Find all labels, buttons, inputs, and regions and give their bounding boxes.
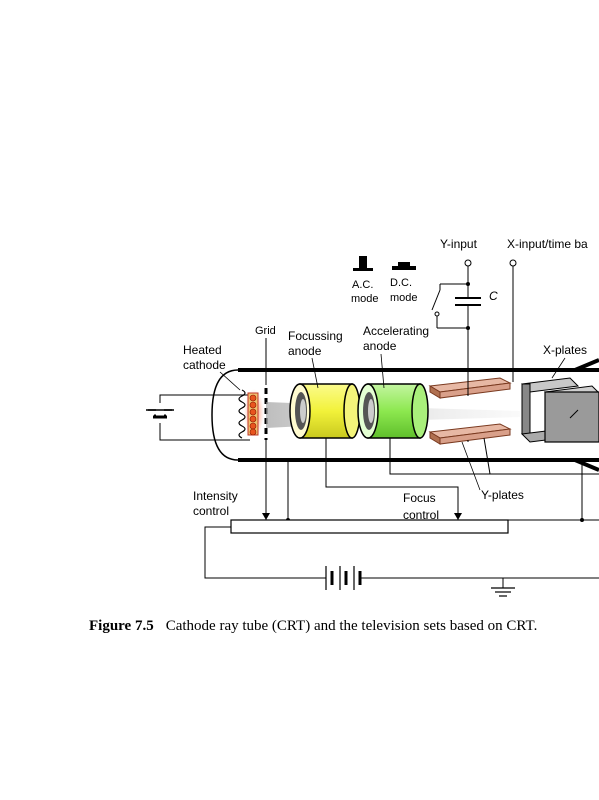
figure-caption-text: Cathode ray tube (CRT) and the televisio… (166, 618, 538, 634)
ac-mode-label-line1: A.C. (352, 279, 373, 291)
grid-electrode (262, 338, 270, 520)
ht-battery (320, 566, 370, 590)
dc-mode-label-line1: D.C. (390, 277, 412, 289)
ac-mode-button[interactable] (353, 256, 373, 271)
dc-mode-label-line2: mode (390, 292, 418, 304)
x-plates-label: X-plates (543, 343, 587, 357)
focus-control-label-line1: Focus (403, 491, 436, 505)
figure-number: Figure 7.5 (89, 618, 154, 634)
heated-cathode-label-line1: Heated (183, 343, 222, 357)
ac-mode-label-line2: mode (351, 293, 379, 305)
capacitor-label: C (489, 289, 498, 303)
heated-cathode-label-line2: cathode (183, 358, 226, 372)
focussing-anode (289, 383, 361, 439)
intensity-control-label-line2: control (193, 504, 229, 518)
x-plates (520, 377, 599, 443)
control-potentiometer (230, 519, 509, 534)
focussing-anode-label-line2: anode (288, 344, 322, 358)
figure-caption: Figure 7.5 Cathode ray tube (CRT) and th… (89, 617, 537, 634)
leader-lines (219, 353, 566, 491)
control-wiring (204, 437, 599, 597)
heater-battery (146, 394, 250, 441)
y-plates-label: Y-plates (481, 488, 524, 502)
accelerating-anode (357, 383, 429, 439)
heated-cathode (238, 389, 264, 439)
accelerating-anode-label-line2: anode (363, 339, 397, 353)
dc-mode-button[interactable] (392, 262, 416, 270)
grid-label: Grid (255, 325, 276, 337)
accelerating-anode-label-line1: Accelerating (363, 324, 429, 338)
focussing-anode-label-line1: Focussing (288, 329, 343, 343)
y-input-circuit (431, 259, 481, 442)
y-input-label: Y-input (440, 237, 478, 251)
focus-control-label-line2: control (403, 508, 439, 522)
x-input-label: X-input/time ba (507, 237, 588, 251)
x-input-circuit (509, 259, 517, 382)
intensity-control-label-line1: Intensity (193, 489, 238, 503)
cathode-filament (249, 394, 257, 436)
tube-envelope (211, 358, 599, 472)
y-plates (428, 377, 512, 445)
